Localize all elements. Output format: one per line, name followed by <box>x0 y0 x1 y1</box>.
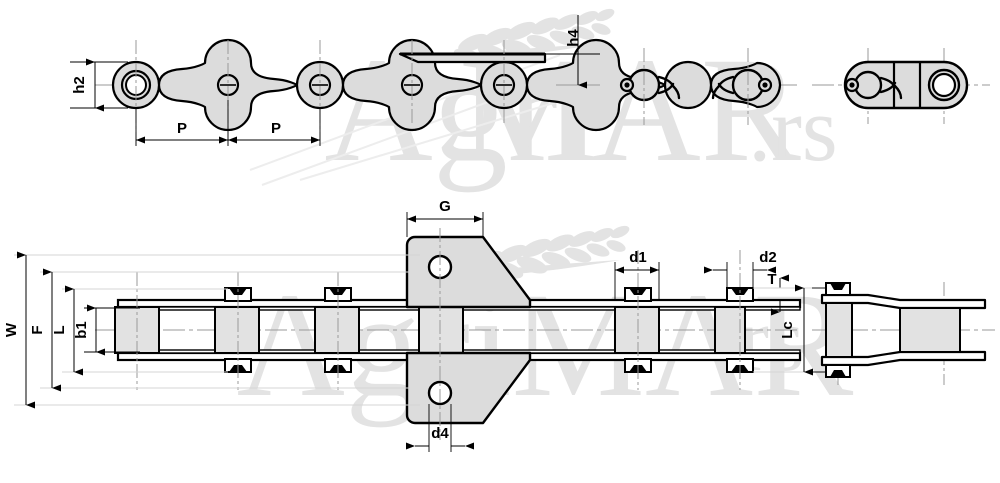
dim-p-2: P <box>228 108 321 146</box>
dim-p-1-label: P <box>177 120 187 137</box>
dim-w: W <box>3 251 420 409</box>
top-view-pin-heads <box>224 287 754 373</box>
dim-f: F <box>29 268 410 392</box>
dim-h4-label: h4 <box>565 29 582 47</box>
dim-d4-label: d4 <box>431 425 449 442</box>
dim-t-label: T <box>767 271 776 288</box>
dim-p-2-label: P <box>271 120 281 137</box>
top-view-attachment-plate <box>405 235 532 425</box>
dim-h2-label: h2 <box>71 76 88 94</box>
dim-l: L <box>51 285 228 376</box>
dim-p-1: P <box>135 100 229 146</box>
dim-h2: h2 <box>70 58 128 112</box>
dim-d2-label: d2 <box>759 249 777 266</box>
conn-top-rollers <box>825 302 961 358</box>
dim-d1-label: d1 <box>629 249 647 266</box>
conn-link-cotter-pin <box>844 70 903 100</box>
conn-top-pin-heads <box>825 282 851 378</box>
connecting-link-side-view <box>812 48 990 124</box>
dim-d2: d2 <box>704 249 777 288</box>
dim-b1: b1 <box>73 304 140 356</box>
dim-lc-label: Lc <box>779 321 796 339</box>
conn-top-dim-ticks <box>812 287 826 373</box>
connecting-link-top-view <box>812 282 995 385</box>
side-view-bush-detail <box>120 69 152 101</box>
top-view-station-lines <box>136 228 741 440</box>
dim-d4: d4 <box>406 404 474 452</box>
chain-top-view: W F L b1 G <box>3 198 813 452</box>
dim-g-label: G <box>439 198 451 215</box>
side-view-attachment-plate <box>398 52 547 64</box>
dim-g: G <box>406 198 484 237</box>
dim-w-label: W <box>3 322 20 337</box>
dim-lc: Lc <box>753 284 813 376</box>
conn-link-pin-hole <box>931 72 957 98</box>
chain-side-view: h2 P P h4 <box>70 15 800 146</box>
dim-l-label: L <box>51 325 68 334</box>
dim-h4: h4 <box>545 15 600 89</box>
side-view-link-chain <box>111 38 782 132</box>
dim-d1: d1 <box>614 249 660 300</box>
dim-f-label: F <box>29 325 46 334</box>
dim-b1-label: b1 <box>73 321 90 339</box>
